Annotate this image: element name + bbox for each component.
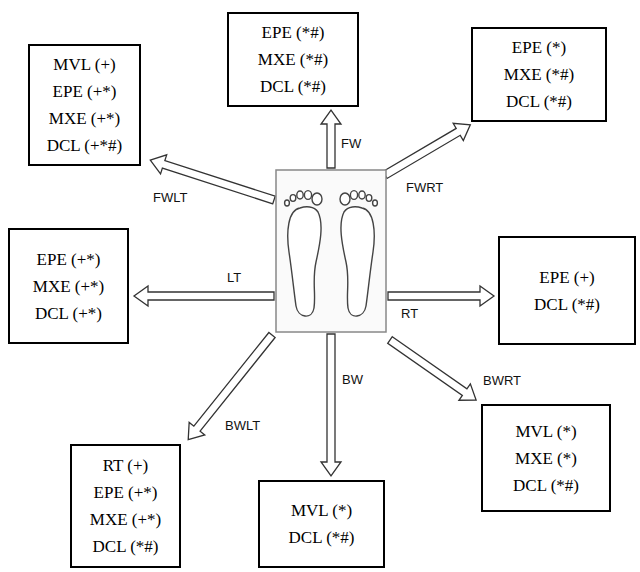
measure-text: MXE (*) — [515, 445, 577, 472]
direction-label: BWLT — [224, 418, 261, 434]
measure-text: EPE (*) — [512, 34, 566, 61]
hollow-arrow — [388, 286, 494, 306]
result-box: EPE (*#)MXE (*#)DCL (*#) — [227, 12, 359, 107]
hollow-arrow — [134, 286, 274, 306]
feet-illustration — [276, 170, 386, 332]
measure-text: MXE (*#) — [504, 61, 574, 88]
hollow-arrow — [147, 151, 277, 210]
measure-text: EPE (+*) — [53, 78, 117, 105]
measure-text: MXE (+*) — [33, 273, 104, 300]
measure-text: MVL (*) — [291, 497, 352, 524]
measure-text: MXE (*#) — [258, 46, 328, 73]
measure-text: EPE (+*) — [37, 246, 101, 273]
direction-label: FW — [340, 136, 362, 152]
measure-text: DCL (*#) — [534, 291, 600, 318]
result-box: RT (+)EPE (+*)MXE (+*)DCL (*#) — [70, 444, 181, 568]
measure-text: MVL (+) — [53, 51, 115, 78]
measure-text: MVL (*) — [515, 418, 576, 445]
measure-text: MXE (+*) — [49, 105, 120, 132]
hollow-arrow — [384, 332, 482, 408]
result-box: EPE (*)MXE (*#)DCL (*#) — [471, 27, 607, 122]
measure-text: DCL (*#) — [260, 73, 326, 100]
result-box: EPE (+)DCL (*#) — [498, 236, 636, 345]
measure-text: DCL (*#) — [506, 88, 572, 115]
measure-text: EPE (+*) — [94, 479, 158, 506]
measure-text: MXE (+*) — [90, 506, 161, 533]
direction-label: BW — [341, 372, 364, 388]
measure-text: DCL (*#) — [513, 472, 579, 499]
direction-label: RT — [400, 306, 419, 322]
result-box: EPE (+*)MXE (+*)DCL (+*) — [8, 228, 129, 344]
direction-label: FWLT — [152, 190, 188, 206]
hollow-arrow — [321, 110, 341, 168]
measure-text: DCL (+*#) — [47, 132, 123, 159]
hollow-arrow — [180, 329, 279, 446]
direction-label: FWRT — [405, 180, 444, 196]
measure-text: EPE (+) — [539, 264, 594, 291]
result-box: MVL (*)DCL (*#) — [258, 480, 385, 568]
measure-text: DCL (*#) — [93, 533, 159, 560]
direction-label: LT — [226, 270, 242, 286]
direction-label: BWRT — [482, 373, 522, 389]
hollow-arrow — [321, 334, 341, 476]
measure-text: DCL (+*) — [35, 300, 102, 327]
result-box: MVL (+)EPE (+*)MXE (+*)DCL (+*#) — [28, 44, 141, 166]
measure-text: DCL (*#) — [289, 524, 355, 551]
result-box: MVL (*)MXE (*)DCL (*#) — [481, 404, 611, 512]
measure-text: RT (+) — [103, 452, 149, 479]
hollow-arrow — [380, 116, 475, 183]
measure-text: EPE (*#) — [262, 19, 325, 46]
